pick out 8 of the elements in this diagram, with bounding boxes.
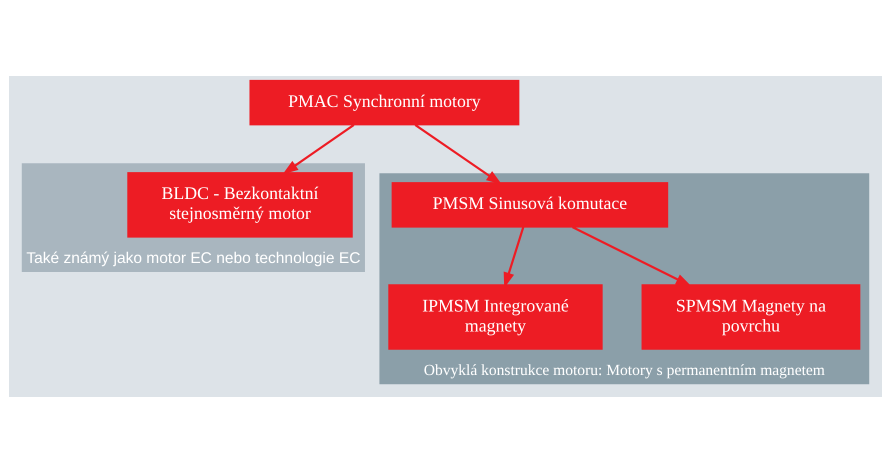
arrow: [414, 124, 502, 184]
node-box: IPMSM Integrované magnety: [388, 284, 602, 350]
node-box: BLDC - Bezkontaktní stejnosměrný motor: [126, 172, 352, 238]
node-box: PMAC Synchronní motory: [248, 80, 519, 126]
node-box: PMSM Sinusová komutace: [391, 182, 668, 228]
arrow: [282, 124, 354, 174]
arrow: [572, 226, 691, 286]
node-box: SPMSM Magnety na povrchu: [641, 284, 860, 350]
